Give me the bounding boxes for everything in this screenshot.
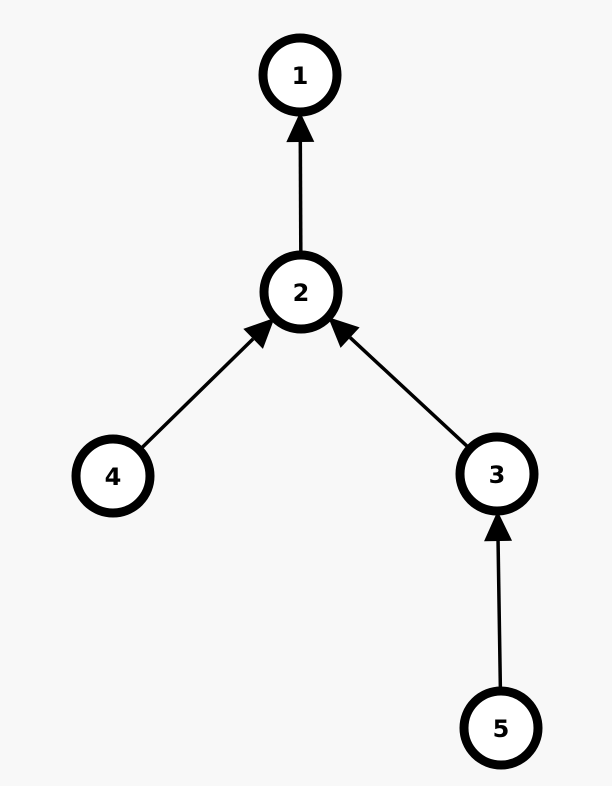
edge-4-to-2 (138, 317, 275, 452)
node-label: 3 (489, 461, 506, 489)
edge-line (298, 141, 303, 256)
nodes-group: 1 2 3 4 5 (71, 33, 543, 770)
node-circle (259, 250, 343, 334)
node-label: 1 (292, 62, 309, 90)
node-label: 4 (105, 463, 122, 491)
edge-line (496, 540, 503, 692)
node-5: 5 (459, 686, 543, 770)
node-circle (459, 686, 543, 770)
arrowhead-icon (243, 317, 275, 349)
edge-3-to-2 (328, 317, 472, 451)
node-4: 4 (71, 434, 155, 518)
edges-group (138, 111, 513, 692)
node-label: 2 (293, 279, 310, 307)
arrowhead-icon (286, 111, 315, 143)
node-label: 5 (493, 715, 510, 743)
node-circle (258, 33, 342, 117)
edge-5-to-3 (484, 510, 513, 692)
edge-line (138, 337, 255, 452)
node-2: 2 (259, 250, 343, 334)
edge-2-to-1 (286, 111, 315, 256)
arrowhead-icon (328, 317, 360, 348)
edge-line (348, 336, 472, 451)
node-circle (71, 434, 155, 518)
node-1: 1 (258, 33, 342, 117)
node-circle (455, 432, 539, 516)
arrowhead-icon (484, 510, 513, 542)
node-3: 3 (455, 432, 539, 516)
